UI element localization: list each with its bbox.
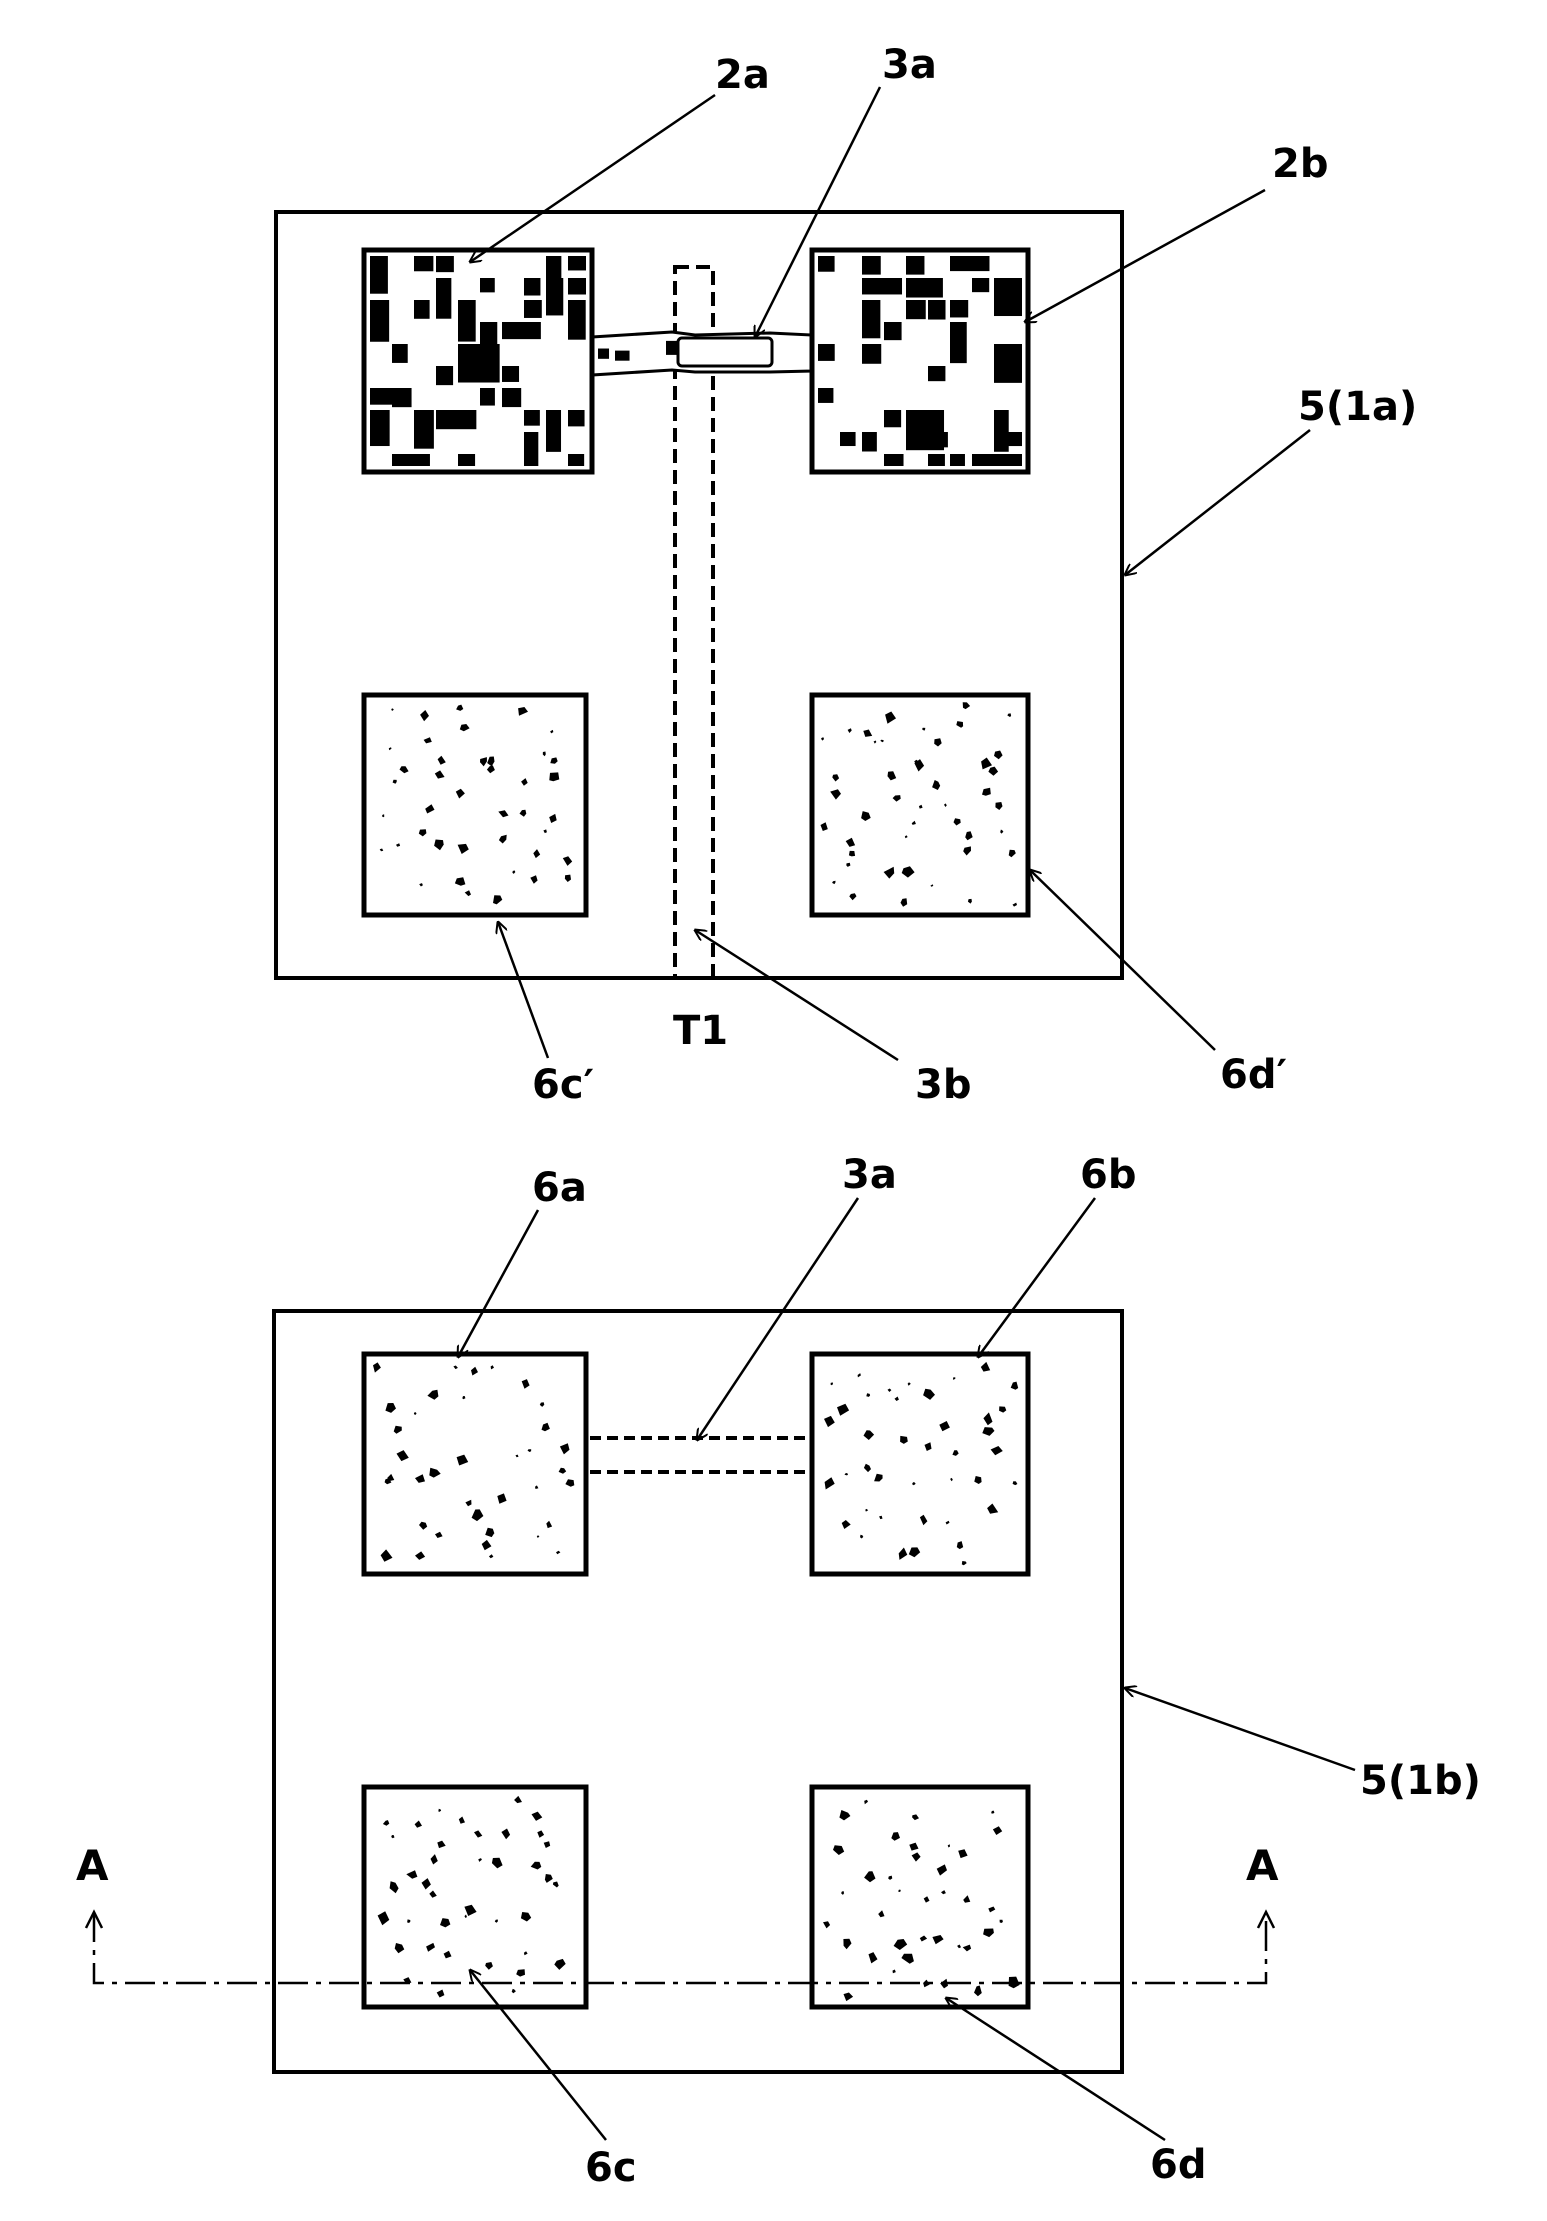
label-6a: 6a	[532, 1165, 587, 1211]
pad-6b	[812, 1354, 1028, 1574]
label-6c: 6c	[585, 2145, 637, 2191]
label-6b: 6b	[1080, 1152, 1136, 1198]
pad-6c-prime	[364, 695, 586, 915]
label-3a-bottom: 3a	[842, 1152, 897, 1198]
pad-6d-prime	[812, 695, 1028, 915]
pad-6d	[812, 1787, 1028, 2007]
label-3b: 3b	[915, 1062, 971, 1108]
label-6d: 6d	[1150, 2142, 1206, 2188]
bridge-3a-top	[592, 332, 812, 375]
label-2a: 2a	[715, 52, 770, 98]
label-6c-prime: 6c′	[532, 1062, 594, 1108]
leader-arrow	[1125, 1688, 1355, 1770]
label-section-a-right: A	[1246, 1841, 1279, 1890]
label-6d-prime: 6d′	[1220, 1052, 1287, 1098]
label-3a-top: 3a	[882, 42, 937, 88]
label-section-a-left: A	[76, 1841, 109, 1890]
pad-6a	[364, 1354, 586, 1574]
label-5-1b: 5(1b)	[1360, 1758, 1481, 1804]
label-t1: T1	[673, 1008, 728, 1054]
label-5-1a: 5(1a)	[1298, 384, 1417, 430]
pad-2a	[364, 250, 592, 472]
pad-2b	[812, 250, 1028, 472]
pad-6c	[364, 1787, 586, 2007]
top-view	[276, 212, 1122, 978]
label-2b: 2b	[1272, 141, 1328, 187]
leader-arrow	[1125, 430, 1310, 575]
bottom-view	[86, 1311, 1274, 2072]
